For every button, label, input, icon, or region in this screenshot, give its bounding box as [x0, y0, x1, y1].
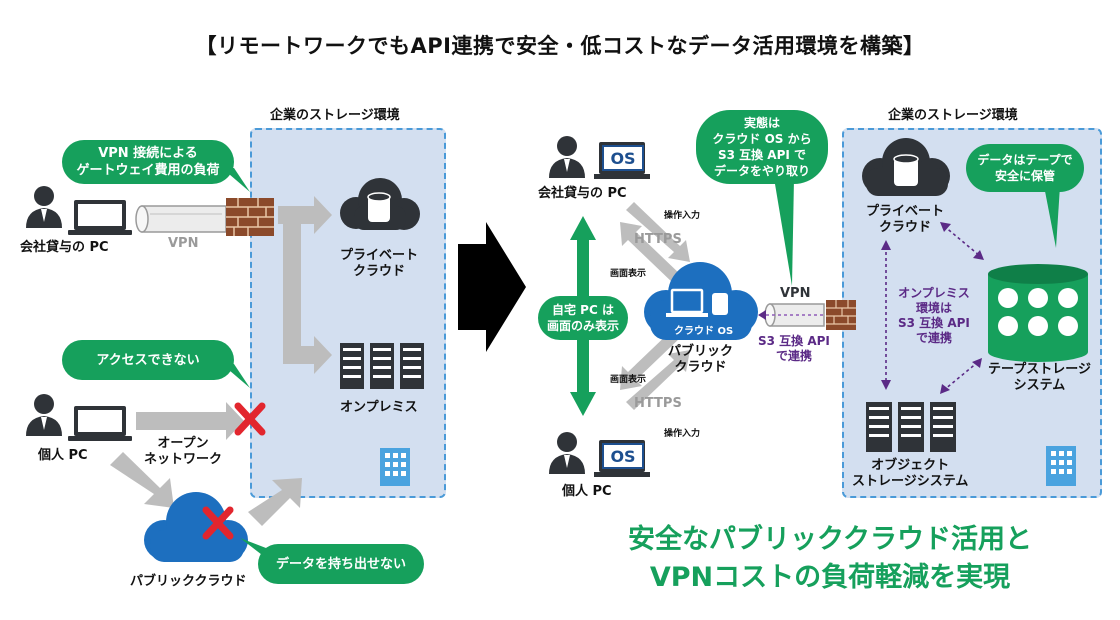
- private-cloud-icon-right: [862, 138, 950, 196]
- company-pc-user-icon: [26, 186, 62, 228]
- public-cloud-label-right: パブリック クラウド: [668, 344, 734, 375]
- personal-pc-label-left: 個人 PC: [38, 448, 88, 463]
- object-storage-label: オブジェクト ストレージシステム: [852, 458, 969, 489]
- company-pc-user-icon-right: [549, 136, 585, 178]
- building-icon-right: [1046, 446, 1076, 486]
- bubble-no-access-tail: [222, 364, 250, 388]
- screen-display-top-label: 画面表示: [610, 269, 647, 279]
- left-panel-title: 企業のストレージ環境: [270, 108, 400, 123]
- bubble-no-data-tail: [240, 538, 266, 558]
- screen-display-bottom-label: 画面表示: [610, 375, 647, 385]
- bubble-vpn-cost-tail: [222, 168, 250, 192]
- personal-to-open-network-arrow: [136, 402, 244, 440]
- left-diagram-graphics: [26, 178, 424, 562]
- right-panel-title: 企業のストレージ環境: [888, 108, 1018, 123]
- hero-message-line2: VPNコストの負荷軽減を実現: [649, 562, 1011, 593]
- open-network-label: オープン ネットワーク: [144, 436, 223, 467]
- vpn-tube-icon-right: [758, 303, 832, 327]
- bubble-vpn-cost: VPN 接続による ゲートウェイ費用の負荷: [62, 140, 234, 184]
- https-arrows-top: [620, 202, 690, 284]
- personal-pc-user-icon-right: [549, 432, 585, 474]
- private-cloud-label-left: プライベート クラウド: [340, 248, 419, 279]
- public-cloud-label-left: パブリッククラウド: [130, 574, 247, 589]
- op-input-bottom-label: 操作入力: [664, 429, 701, 439]
- public-cloud-to-storage-arrow: [248, 478, 302, 526]
- personal-to-public-cloud-arrow: [110, 452, 174, 508]
- vpn-label-left: VPN: [168, 236, 199, 251]
- object-storage-servers-icon: [866, 402, 956, 452]
- firewall-icon-left: [226, 198, 274, 236]
- os-screen-top: OS: [602, 145, 644, 171]
- public-cloud-icon-right: [644, 262, 758, 340]
- tape-storage-icon: [988, 264, 1088, 362]
- vpn-label-right: VPN: [780, 286, 811, 301]
- personal-pc-label-right: 個人 PC: [562, 484, 612, 499]
- bubble-no-access: アクセスできない: [62, 340, 234, 380]
- os-screen-bottom: OS: [602, 443, 644, 469]
- transition-arrow-icon: [458, 222, 526, 352]
- onprem-s3-link-label: オンプレミス 環境は S3 互換 API で連携: [898, 286, 970, 345]
- op-input-top-label: 操作入力: [664, 211, 701, 221]
- onpremise-label-left: オンプレミス: [340, 400, 418, 415]
- personal-pc-user-icon: [26, 394, 62, 436]
- private-cloud-label-right: プライベート クラウド: [866, 204, 945, 235]
- s3-links: [885, 225, 981, 391]
- company-pc-laptop-icon: [68, 200, 132, 235]
- bubble-tape-safe-tail: [1044, 186, 1060, 248]
- bubble-no-data: データを持ち出せない: [258, 544, 424, 584]
- blocked-x-icon-cloud: [202, 506, 234, 540]
- personal-pc-laptop-icon: [68, 406, 132, 441]
- left-storage-panel: [250, 128, 446, 498]
- bubble-tape-safe: データはテープで 安全に保管: [966, 144, 1084, 192]
- private-cloud-icon-left: [340, 178, 420, 230]
- building-icon-left: [380, 448, 410, 486]
- page-title: 【リモートワークでもAPI連携で安全・低コストなデータ活用環境を構築】: [195, 34, 925, 58]
- company-pc-label-right: 会社貸与の PC: [538, 186, 627, 201]
- bubble-home-pc: 自宅 PC は 画面のみ表示: [538, 296, 628, 340]
- public-cloud-icon-left: [144, 492, 248, 562]
- firewall-icon-right: [826, 300, 856, 330]
- vpn-to-private-arrow: [278, 196, 332, 234]
- company-pc-label-left: 会社貸与の PC: [20, 240, 109, 255]
- bubble-actual-flow: 実態は クラウド OS から S3 互換 API で データをやり取り: [696, 110, 828, 184]
- s3-link-arrowheads: [881, 222, 984, 394]
- https-arrows-bottom: [620, 328, 690, 410]
- bubble-actual-flow-tail: [774, 178, 794, 286]
- https-label-bottom: HTTPS: [634, 396, 682, 411]
- cloud-os-label: クラウド OS: [674, 326, 734, 337]
- https-label-top: HTTPS: [634, 232, 682, 247]
- blocked-x-icon-network: [234, 402, 266, 436]
- branch-to-onprem-arrow: [283, 224, 332, 374]
- hero-message-line1: 安全なパブリッククラウド活用と: [628, 524, 1032, 555]
- onpremise-servers-icon-left: [340, 343, 424, 389]
- s3-link-label: S3 互換 API で連携: [758, 334, 830, 363]
- tape-storage-label: テープストレージ システム: [988, 362, 1091, 393]
